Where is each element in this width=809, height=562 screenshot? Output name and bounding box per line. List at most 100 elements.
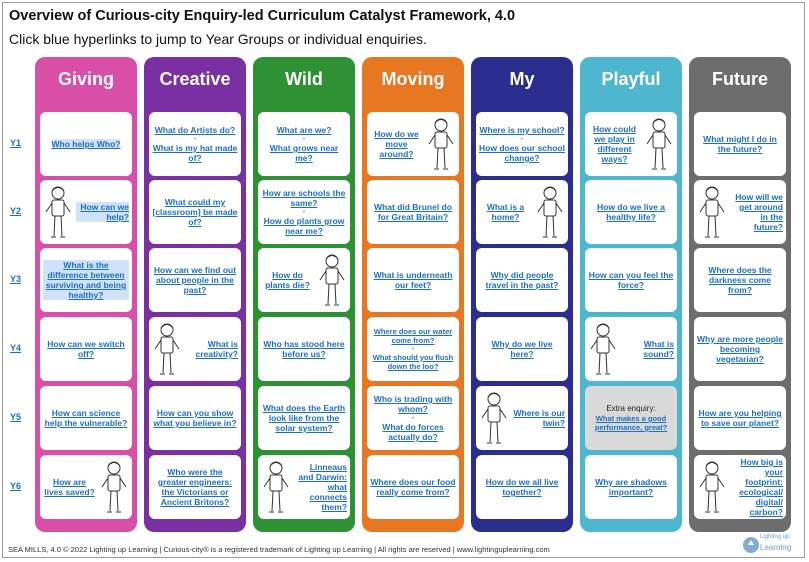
enquiry-link[interactable]: How do we move around? [374,129,419,159]
enquiry-link[interactable]: How are you helping to save our planet? [698,408,782,428]
column-header-giving: Giving [57,69,114,89]
enquiry-link[interactable]: How can we switch off? [47,339,125,359]
enquiry-link[interactable]: Who were the greater engineers: the Vict… [157,467,233,507]
enquiry-link[interactable]: What is sound? [643,339,674,359]
enquiry-card: Where does our water come from?-What sho… [367,317,459,381]
enquiry-card: What could my [classroom] be made of? [149,180,241,244]
enquiry-link[interactable]: How do plants grow near me? [263,216,345,236]
enquiry-link[interactable]: How can science help the vulnerable? [44,408,128,428]
enquiry-link[interactable]: What is the difference between surviving… [43,260,129,300]
enquiry-card: How can you feel the force? [585,248,677,312]
enquiry-card: How do we move around? [367,112,459,176]
year-link-y6[interactable]: Y6 [10,481,22,491]
enquiry-link[interactable]: What does the Earth look like from the s… [262,403,346,433]
enquiry-link[interactable]: Where does our food really come from? [370,477,456,497]
enquiry-link[interactable]: What do Artists do? [154,125,236,135]
enquiry-card: How will we get around in the future? [694,180,786,244]
enquiry-link[interactable]: Where is our twin? [513,408,565,428]
child-illustration-icon [699,461,725,513]
enquiry-card: How do we all live together? [476,455,568,519]
enquiry-link[interactable]: How big is your footprint: ecological/ d… [739,457,783,517]
enquiry-link[interactable]: How can you feel the force? [588,270,674,290]
separator: - [411,413,415,422]
year-link-y4[interactable]: Y4 [10,343,22,353]
enquiry-card: What is creativity? [149,317,241,381]
page-title: Overview of Curious-city Enquiry-led Cur… [9,8,516,24]
enquiry-link[interactable]: What could my [classroom] be made of? [152,197,238,227]
enquiry-card: Who has stood here before us? [258,317,350,381]
enquiry-link[interactable]: What grows near me? [269,143,339,163]
enquiry-card: Why are shadows important? [585,455,677,519]
enquiry-link[interactable]: What is underneath our feet? [373,270,453,290]
enquiry-card: Who were the greater engineers: the Vict… [149,455,241,519]
enquiry-card: How do plants die? [258,248,350,312]
enquiry-link[interactable]: What do forces actually do? [382,422,444,442]
year-link-y2[interactable]: Y2 [10,206,22,216]
enquiry-card: What did Brunel do for Great Britain? [367,180,459,244]
enquiry-link[interactable]: Linneaus and Darwin: what connects them? [298,462,347,512]
separator: - [302,134,306,143]
child-illustration-icon [263,461,289,513]
enquiry-link[interactable]: What is a home? [486,202,525,222]
logo-text-large: Learning [760,543,792,552]
child-illustration-icon [646,118,672,170]
enquiry-link[interactable]: What is creativity? [195,339,238,359]
enquiry-link[interactable]: Where does our water come from? [373,327,453,345]
year-link-y3[interactable]: Y3 [10,274,22,284]
enquiry-card: Where does the darkness come from? [694,248,786,312]
child-illustration-icon [699,186,725,238]
enquiry-link[interactable]: How do we live a healthy life? [596,202,666,222]
separator: - [411,344,415,353]
child-illustration-icon [319,254,345,306]
enquiry-card: How are you helping to save our planet? [694,386,786,450]
enquiry-link[interactable]: Why are more people becoming vegetarian? [697,334,783,364]
enquiry-card: Who helps Who? [40,112,132,176]
enquiry-card: How can we switch off? [40,317,132,381]
enquiry-link[interactable]: Where does the darkness come from? [708,265,772,295]
enquiry-card: What does the Earth look like from the s… [258,386,350,450]
separator: - [193,134,197,143]
enquiry-link[interactable]: How will we get around in the future? [735,192,783,232]
enquiry-link[interactable]: How could we play in different ways? [593,124,636,164]
enquiry-link[interactable]: Who helps Who? [51,139,121,149]
enquiry-link[interactable]: How are lives saved? [44,477,95,497]
enquiry-link[interactable]: What might I do in the future? [703,134,777,154]
separator: - [302,207,306,216]
enquiry-link[interactable]: How can we find out about people in the … [153,265,237,295]
enquiry-card: Where is my school?-How does our school … [476,112,568,176]
enquiry-link[interactable]: Why are shadows important? [595,477,667,497]
year-link-y1[interactable]: Y1 [10,138,22,148]
enquiry-card: Extra enquiry:What makes a good performa… [585,386,677,450]
enquiry-link[interactable]: Who is trading with whom? [373,394,453,414]
enquiry-link[interactable]: Who has stood here before us? [263,339,345,359]
enquiry-link[interactable]: Why did people travel in the past? [485,270,559,290]
enquiry-link[interactable]: How can you show what you believe in? [153,408,237,428]
column-header-my: My [509,69,535,89]
enquiry-card: What is a home? [476,180,568,244]
enquiry-card: What is underneath our feet? [367,248,459,312]
enquiry-link[interactable]: Why do we live here? [491,339,553,359]
enquiry-link[interactable]: What are we? [276,125,332,135]
enquiry-link[interactable]: How does our school change? [479,143,565,163]
enquiry-link[interactable]: What makes a good performance, great? [594,414,668,432]
enquiry-link[interactable]: How can we help? [76,202,129,222]
child-illustration-icon [101,461,127,513]
page-subtitle: Click blue hyperlinks to jump to Year Gr… [9,31,427,47]
enquiry-card: How can you show what you believe in? [149,386,241,450]
enquiry-link[interactable]: Where is my school? [479,125,565,135]
column-header-moving: Moving [381,69,445,89]
enquiry-link[interactable]: What is my hat made of? [152,143,238,163]
enquiry-card: What is the difference between surviving… [40,248,132,312]
column-header-playful: Playful [601,69,661,89]
footer-text: SEA MILLS, 4.0 © 2022 Lighting up Learni… [8,545,550,554]
enquiry-link[interactable]: What should you flush down the loo? [372,353,454,371]
year-link-y5[interactable]: Y5 [10,412,22,422]
enquiry-link[interactable]: How do we all live together? [485,477,559,497]
enquiry-link[interactable]: How do plants die? [265,270,310,290]
enquiry-link[interactable]: How are schools the same? [262,188,346,208]
enquiry-card: Linneaus and Darwin: what connects them? [258,455,350,519]
column-header-wild: Wild [285,69,323,89]
enquiry-card: What is sound? [585,317,677,381]
enquiry-link[interactable]: What did Brunel do for Great Britain? [374,202,452,222]
